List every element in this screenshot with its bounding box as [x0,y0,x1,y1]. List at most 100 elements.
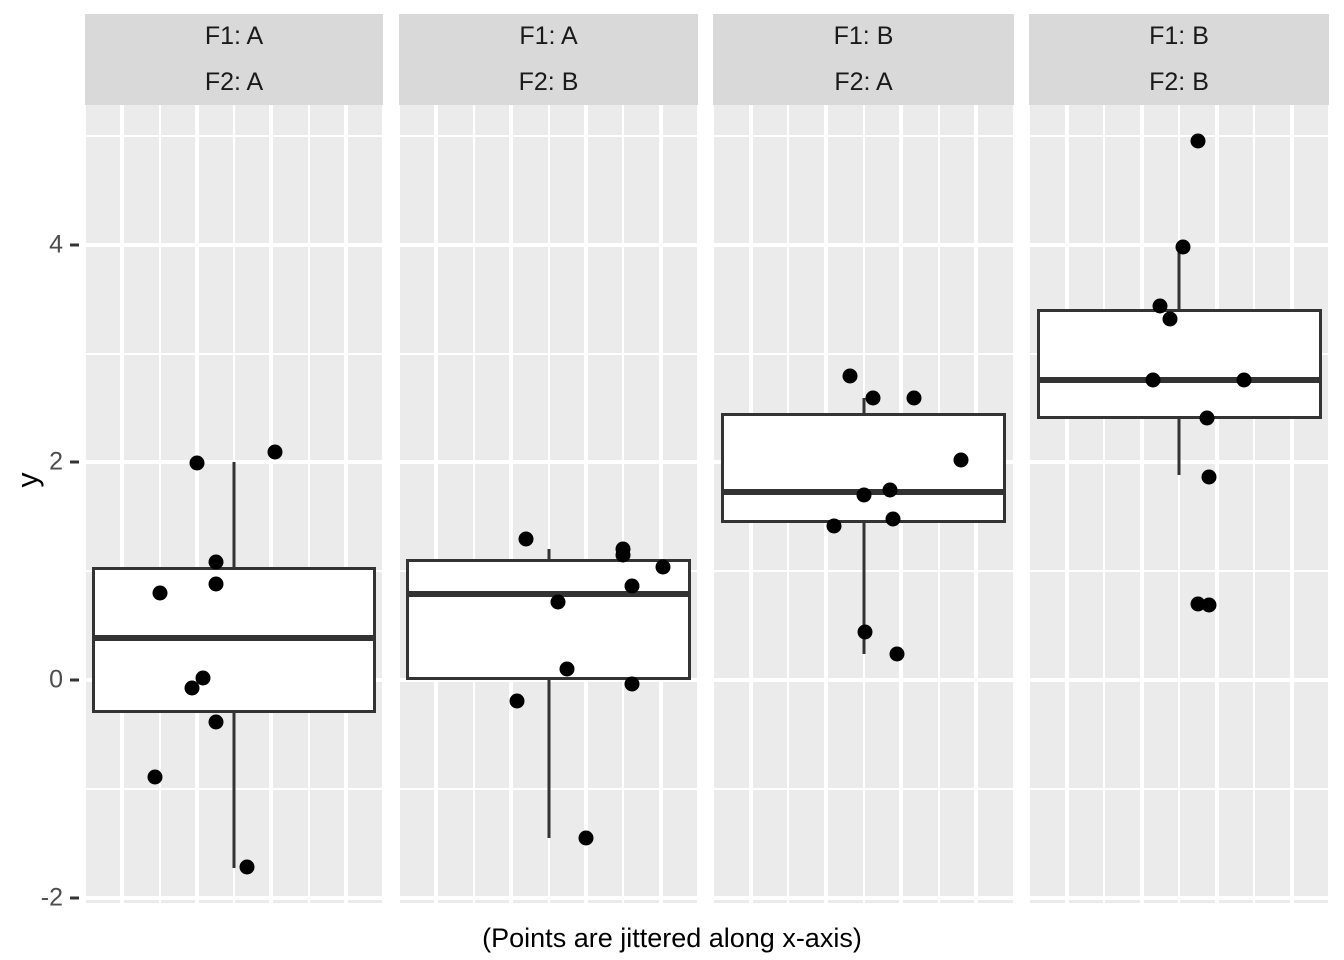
gridline-major-vertical [269,105,274,903]
data-point [152,585,168,601]
facet-strip-label: F1: A [519,22,578,51]
facet-panel: F1: B F2: B [1029,14,1329,903]
gridline-minor-vertical [547,105,550,903]
data-point [550,594,566,610]
gridline-minor-vertical [307,105,310,903]
data-point [195,670,211,686]
gridline-major-vertical [1064,105,1069,903]
gridline-minor-vertical [1013,105,1014,903]
data-point [184,680,199,696]
gridline-major-vertical [343,105,348,903]
y-tick-label: 2 [49,447,63,476]
data-point [518,531,534,547]
data-point [208,576,224,592]
data-point [615,547,631,563]
facet-strip: F1: B F2: B [1029,14,1329,105]
whisker-upper [232,462,236,567]
data-point [856,487,871,503]
x-axis-title: (Points are jittered along x-axis) [482,923,862,953]
data-point [189,455,205,471]
whisker-lower [232,712,236,869]
facet-strip-label: F1: B [833,22,894,51]
data-point [885,511,901,527]
panel-background [1029,105,1329,903]
data-point [655,559,671,575]
gridline-major-vertical [1139,105,1144,903]
facet-strip-label: F2: A [834,67,893,96]
y-tick-mark [70,460,79,464]
data-point [906,390,922,406]
gridline-minor-vertical [1328,105,1329,903]
whisker-lower [1177,418,1181,476]
data-point [624,676,640,692]
data-point [208,714,224,730]
data-point [1201,469,1217,485]
data-point [267,444,283,460]
gridline-minor-vertical [158,105,161,903]
facet-strip: F1: A F2: A [85,14,383,105]
data-point [857,624,873,640]
gridline-minor-vertical [1253,105,1255,903]
median-line [1036,376,1322,383]
data-point [208,554,224,570]
data-point [1201,597,1217,613]
y-tick-label: 4 [49,230,63,259]
box-rect [720,413,1007,524]
gridline-minor-vertical [85,105,86,903]
y-tick-mark [70,243,79,247]
box-rect [406,559,691,680]
gridline-major-vertical [1289,105,1294,903]
facet-strip-label: F2: B [518,67,579,96]
gridline-minor-vertical [1178,105,1180,903]
whisker-lower [547,680,550,838]
gridline-major-vertical [583,105,588,903]
data-point [1145,372,1161,388]
y-tick-label: -2 [40,883,63,912]
y-tick-mark [70,678,79,682]
facet-strip: F1: A F2: B [399,14,698,105]
data-point [509,693,525,709]
facet-strip-label: F1: A [204,22,264,51]
facet-panel: F1: A F2: A [85,14,383,903]
facet-panel: F1: A F2: B [399,14,698,903]
facet-strip: F1: B F2: A [713,14,1014,105]
gridline-major-vertical [194,105,199,903]
gridline-minor-vertical [1103,105,1105,903]
gridline-minor-vertical [697,105,698,903]
facet-strip-label: F2: B [1149,67,1209,96]
facet-panel: F1: B F2: A [713,14,1014,903]
data-point [624,578,640,594]
whisker-upper [547,549,550,560]
data-point [953,452,969,468]
data-point [1190,133,1206,149]
gridline-major-vertical [658,105,663,903]
whisker-lower [862,523,865,654]
facet-strip-label: F2: A [204,67,264,96]
facet-strip-label: F1: B [1149,22,1209,51]
gridline-minor-vertical [472,105,475,903]
median-line [92,634,376,641]
data-point [1236,372,1252,388]
y-tick-label: 0 [49,665,63,694]
data-point [1199,410,1215,426]
gridline-minor-vertical [622,105,625,903]
median-line [406,591,691,598]
data-point [865,390,881,406]
data-point [1152,298,1168,314]
gridline-major-vertical [120,105,125,903]
data-point [578,830,594,846]
whisker-upper [1177,246,1181,309]
box-rect [1036,308,1322,419]
data-point [239,859,255,875]
data-point [826,518,842,533]
gridline-minor-vertical [713,105,714,903]
y-axis-title: y [11,472,44,488]
data-point [889,646,905,662]
data-point [882,482,898,498]
gridline-minor-vertical [399,105,400,903]
data-point [147,769,163,785]
y-tick-mark [70,896,79,900]
gridline-major-vertical [434,105,439,903]
data-point [559,661,575,677]
